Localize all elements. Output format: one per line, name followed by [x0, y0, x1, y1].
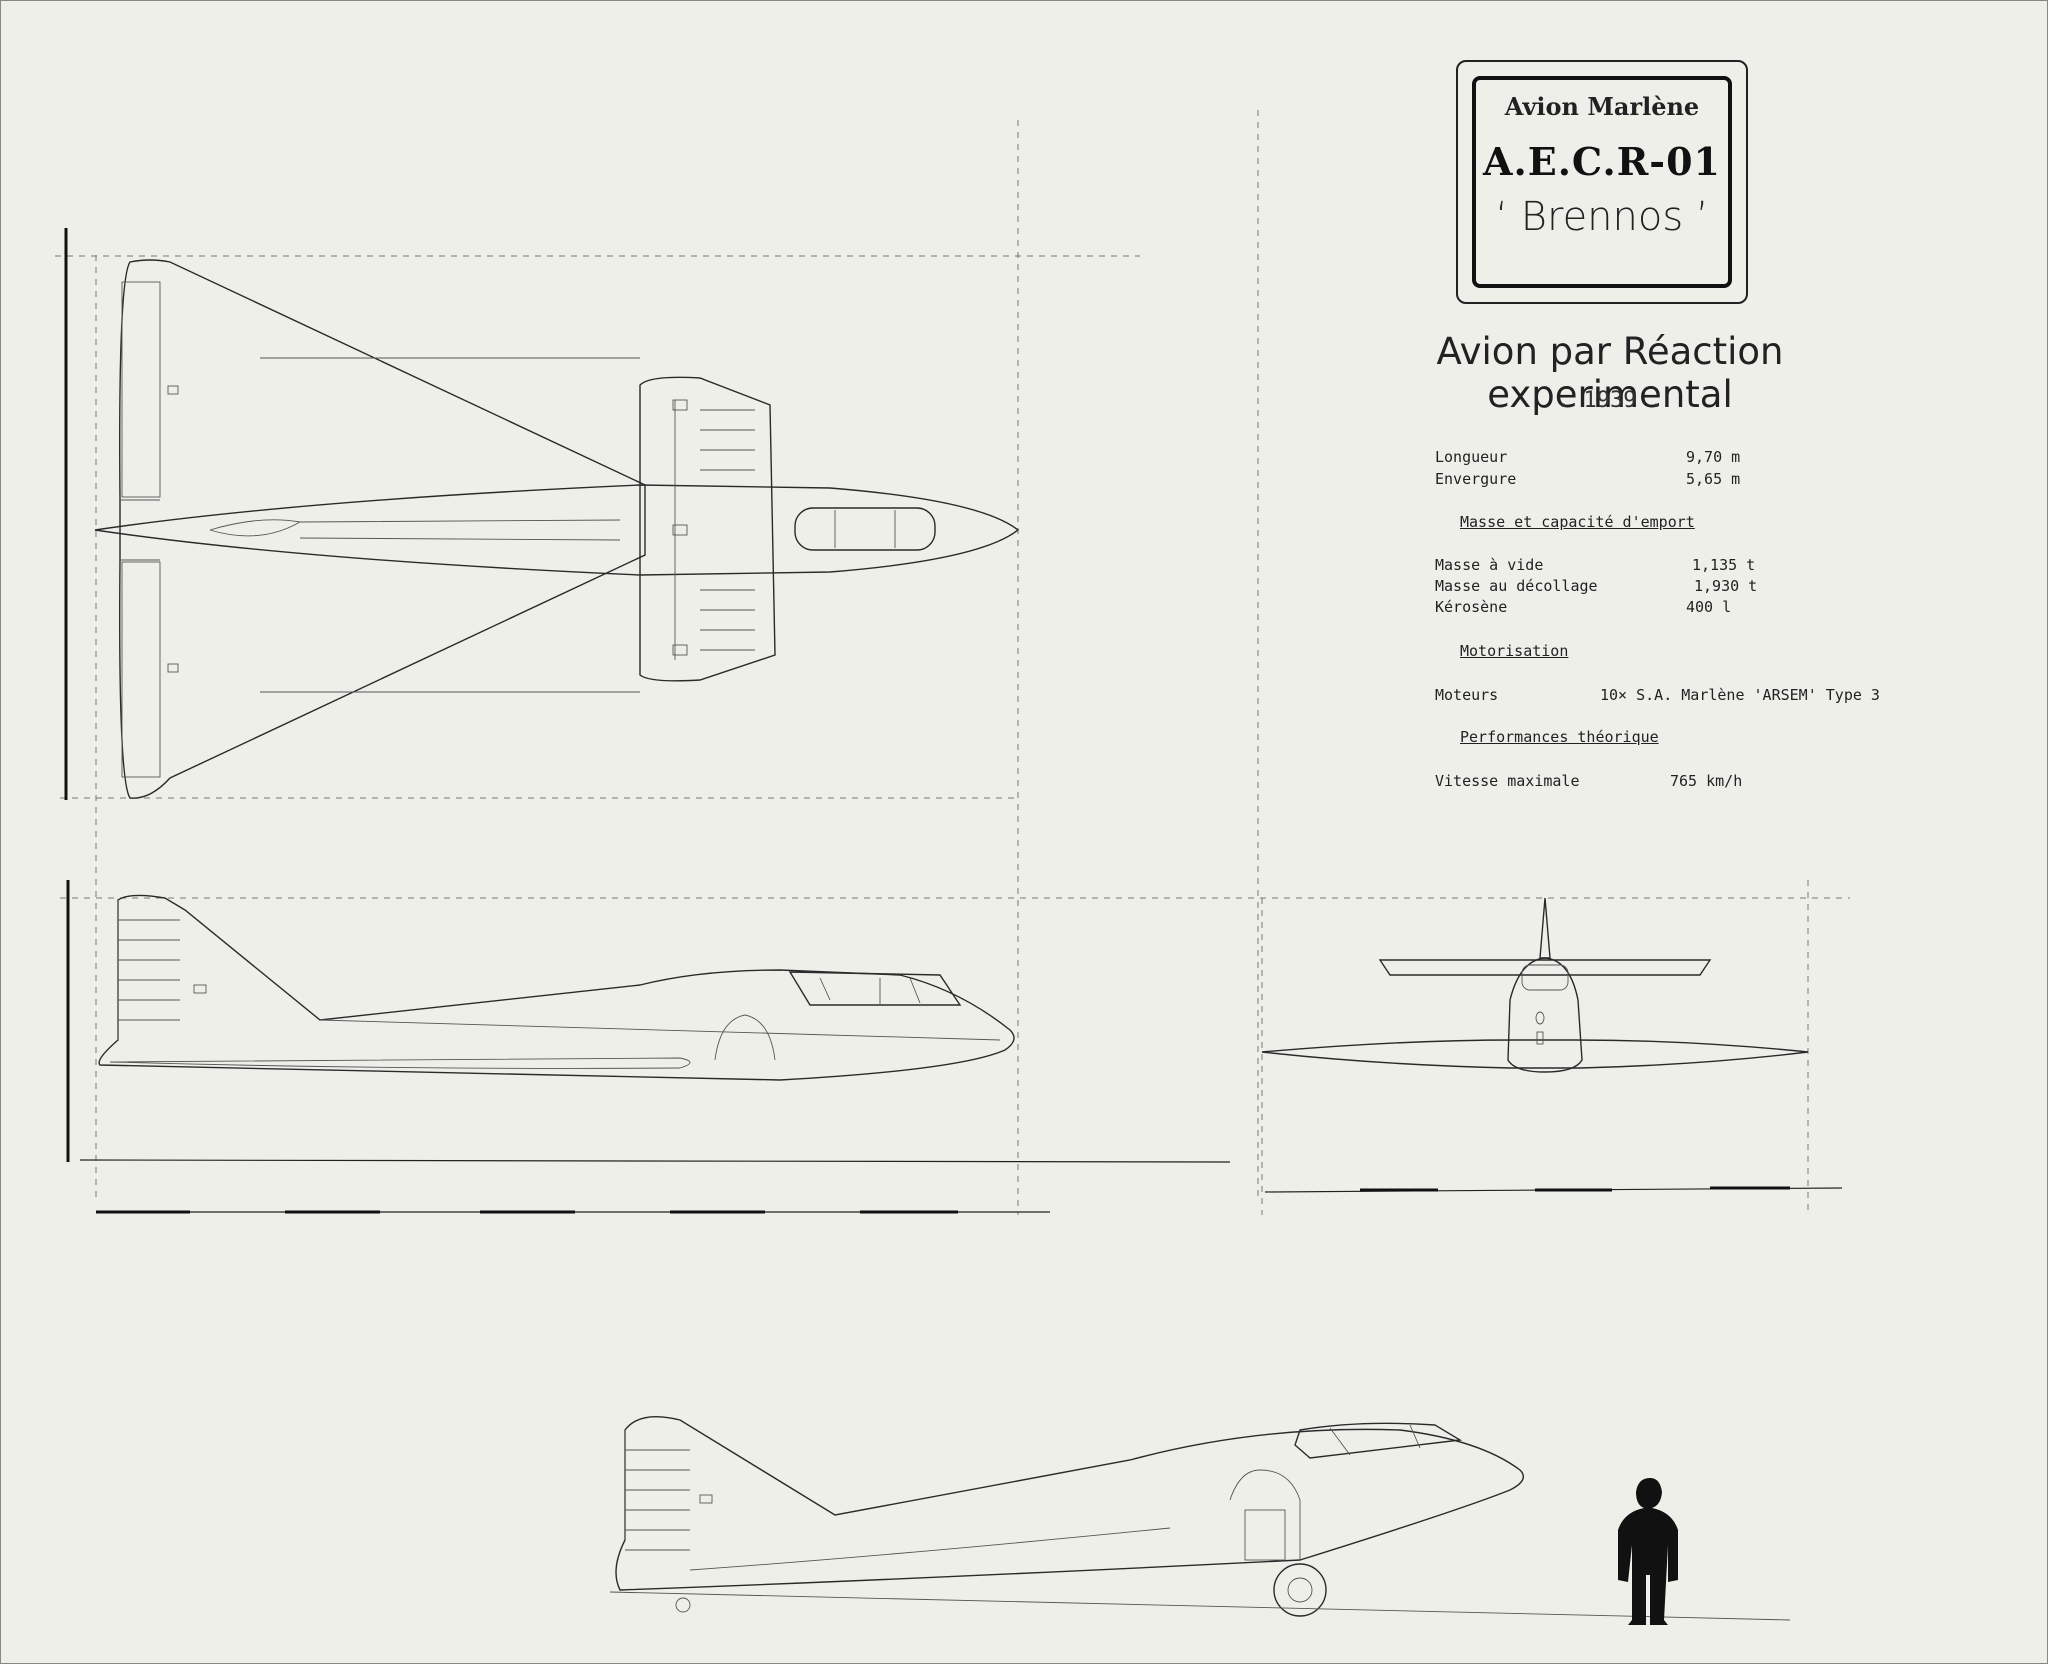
- bottom-side-view: [609, 1416, 1791, 1625]
- spec-empty-mass-label: Masse à vide: [1435, 556, 1544, 574]
- spec-takeoff-mass-label: Masse au décollage: [1435, 577, 1598, 595]
- maker-name: Avion Marlène: [1504, 92, 1700, 121]
- spec-kerosene-value: 400 l: [1686, 598, 1732, 616]
- spec-length-label: Longueur: [1435, 448, 1508, 466]
- drawing-year: . 1939 .: [1557, 388, 1663, 413]
- spec-kerosene-label: Kérosène: [1435, 598, 1508, 616]
- spec-mass-heading: Masse et capacité d'emport: [1460, 513, 1695, 531]
- drawing-title: Avion par Réaction experimental: [1436, 330, 1784, 416]
- title-cartouche-inner: Avion Marlène A.E.C.R-01 ‘ Brennos ’: [1472, 76, 1732, 288]
- spec-speed-value: 765 km/h: [1670, 772, 1743, 790]
- spec-engine-label: Moteurs: [1435, 686, 1499, 704]
- model-designation: A.E.C.R-01: [1483, 139, 1721, 184]
- spec-engine-value: 10× S.A. Marlène 'ARSEM' Type 3: [1600, 686, 1880, 704]
- top-view: [64, 228, 1020, 800]
- title-cartouche: Avion Marlène A.E.C.R-01 ‘ Brennos ’: [1456, 60, 1748, 304]
- spec-span-label: Envergure: [1435, 470, 1517, 488]
- aircraft-name: ‘ Brennos ’: [1495, 194, 1709, 240]
- person-silhouette: [1618, 1478, 1678, 1625]
- spec-performance-heading: Performances théorique: [1460, 728, 1659, 746]
- spec-engine-heading: Motorisation: [1460, 642, 1569, 660]
- scale-bars: [79, 1159, 1790, 1214]
- spec-span-value: 5,65 m: [1686, 470, 1741, 488]
- spec-takeoff-mass-value: 1,930 t: [1694, 577, 1758, 595]
- side-view: [66, 880, 1015, 1162]
- spec-empty-mass-value: 1,135 t: [1692, 556, 1756, 574]
- spec-speed-label: Vitesse maximale: [1435, 772, 1580, 790]
- front-view: [1261, 897, 1843, 1193]
- construction-lines: [55, 110, 1850, 1215]
- spec-length-value: 9,70 m: [1686, 448, 1741, 466]
